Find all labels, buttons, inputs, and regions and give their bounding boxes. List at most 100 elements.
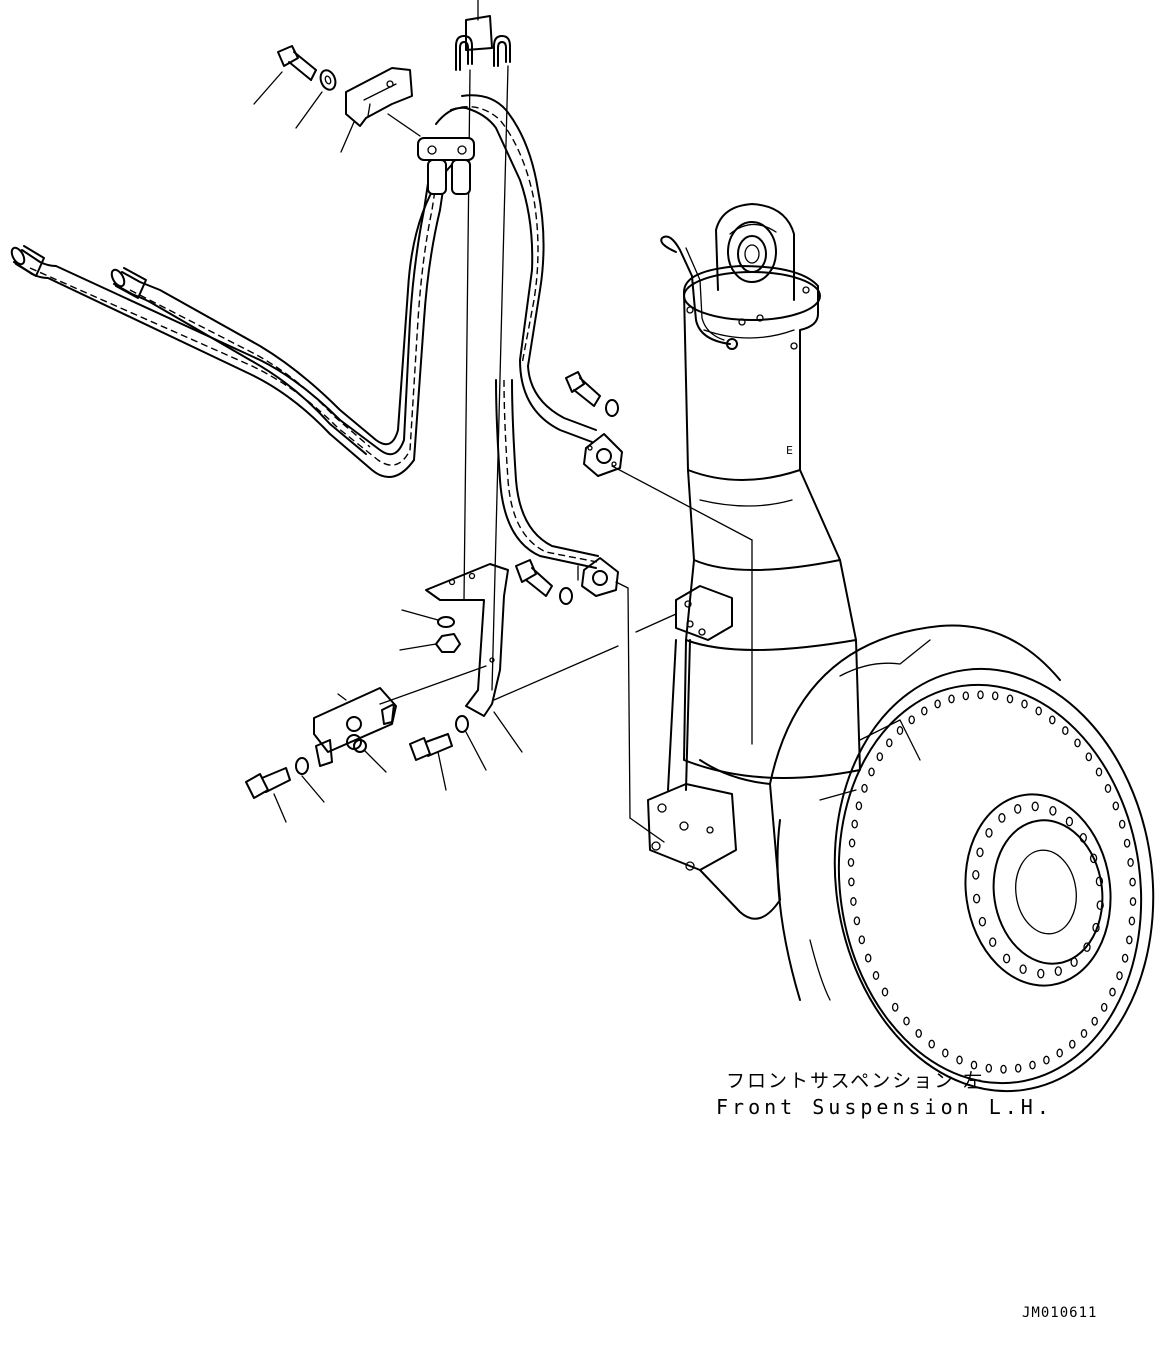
bolt-hole <box>876 752 884 762</box>
bolt-mid-lower <box>515 559 579 605</box>
bolt-hole <box>1083 942 1091 953</box>
bolt-hole <box>956 1055 963 1065</box>
bolt-hole <box>903 1016 910 1026</box>
bolt-hole <box>1129 877 1136 887</box>
bolt-hole <box>1109 987 1116 997</box>
leader-lines-bracket <box>399 609 439 651</box>
bolt-lower-mid <box>409 715 469 761</box>
hub-bolts-inner <box>972 801 1104 979</box>
bolt-hole <box>1091 1016 1098 1026</box>
bolt-hole <box>1014 1063 1022 1073</box>
bolt-hole <box>1000 1064 1007 1074</box>
top-bolt <box>277 45 317 81</box>
flange-upper <box>583 433 623 477</box>
svg-text:E: E <box>786 444 793 457</box>
nut <box>435 633 461 653</box>
bolt-hole <box>970 1060 978 1070</box>
bolt-hole <box>1095 767 1103 777</box>
bolt-hole <box>1116 971 1123 981</box>
hub-bolts-outer <box>847 690 1137 1074</box>
bolt-hole <box>1127 858 1134 867</box>
bolt-hole <box>1104 784 1112 793</box>
clamp-assembly <box>313 687 397 767</box>
bolt-hole <box>1085 752 1093 762</box>
bolt-hole <box>948 694 955 704</box>
bolt-hole <box>962 691 970 701</box>
bolt-hole <box>1092 922 1100 933</box>
bolt-hole <box>977 690 984 700</box>
bolt-hole <box>1129 897 1137 907</box>
bolt-hole <box>1070 957 1078 967</box>
bolt-hole <box>934 699 941 709</box>
small-washer <box>437 616 455 628</box>
bolt-hole <box>998 813 1006 823</box>
bolt-hole <box>985 1063 993 1073</box>
bolt-hole <box>896 726 904 735</box>
bolt-mid-upper <box>565 371 619 417</box>
bolt-hole <box>1006 694 1014 704</box>
bolt-hole <box>942 1048 949 1058</box>
hose-fitting-top <box>417 137 475 195</box>
leader-lines-lower <box>273 711 523 823</box>
u-bolts <box>455 0 511 71</box>
bolt-hole <box>881 987 889 997</box>
bolt-hole <box>1065 816 1074 827</box>
bolt-hole <box>1002 953 1011 964</box>
bolt-hole <box>1074 738 1081 748</box>
bolt-hole <box>1014 804 1022 814</box>
bolt-hole <box>1112 801 1120 811</box>
bolt-hole <box>1056 1048 1063 1058</box>
bolt-hole <box>976 847 984 858</box>
drawing-id: JM010611 <box>1022 1305 1098 1321</box>
bolt-hole <box>1128 916 1136 926</box>
hose-bracket <box>425 563 509 717</box>
bolt-hole <box>872 971 880 980</box>
lower-valve-block <box>647 783 737 871</box>
bolt-hole <box>1062 726 1069 736</box>
bolt-hole <box>1118 819 1126 829</box>
bolt-hole <box>1100 1002 1108 1012</box>
bolt-hole <box>1043 1055 1050 1065</box>
bolt-hole <box>868 767 875 777</box>
bolt-hole <box>850 897 857 906</box>
bolt-hole <box>1123 838 1131 848</box>
bolt-hole <box>864 953 872 963</box>
bolt-hole <box>989 937 997 948</box>
bolt-hole <box>1054 966 1062 976</box>
hose-left-lower <box>110 159 457 455</box>
bolt-hole <box>886 738 893 748</box>
bolt-hole <box>991 691 999 701</box>
caption-english: Front Suspension L.H. <box>716 1095 1053 1119</box>
caption-japanese: フロントサスペンション 左 <box>726 1070 985 1092</box>
bolt-hole <box>1069 1039 1076 1049</box>
bolt-hole <box>1049 805 1057 816</box>
bolt-hole <box>978 916 987 927</box>
top-washer <box>319 69 337 91</box>
bolt-hole <box>972 893 981 904</box>
bolt-hole <box>915 1028 922 1038</box>
bolt-hole <box>1049 715 1056 725</box>
bolt-hole <box>1031 801 1039 812</box>
bolt-hole <box>1029 1060 1036 1070</box>
bolt-hole <box>851 819 858 829</box>
bolt-hole <box>861 783 868 793</box>
bolt-lower-left <box>245 757 309 799</box>
bolt-hole <box>908 715 915 725</box>
bolt-hole <box>921 706 928 716</box>
top-clamp <box>345 67 413 127</box>
bolt-hole <box>1126 935 1133 945</box>
bolt-hole <box>847 857 855 867</box>
bolt-hole <box>972 869 980 880</box>
bolt-hole <box>853 916 861 926</box>
bolt-hole <box>855 801 863 811</box>
bolt-hole <box>928 1039 935 1049</box>
leader-lines-top <box>253 71 421 153</box>
bolt-hole <box>891 1002 899 1012</box>
sensor-wire <box>660 235 738 350</box>
bolt-hole <box>1035 706 1042 716</box>
bolt-hole <box>1037 968 1045 979</box>
bolt-hole <box>1095 876 1104 887</box>
bolt-hole <box>848 838 856 848</box>
cylinder-eye <box>715 203 795 301</box>
